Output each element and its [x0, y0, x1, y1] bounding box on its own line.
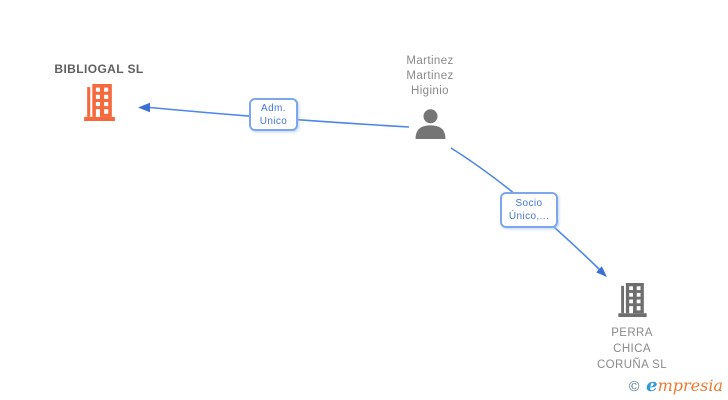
edge-label-adm-unico[interactable]: Adm. Unico: [249, 98, 298, 131]
building-icon: [83, 84, 115, 121]
node-person-martinez[interactable]: Martinez Martinez Higinio: [380, 54, 480, 144]
company-name-line: CHICA: [613, 343, 651, 355]
edge-label-line: Socio: [515, 198, 543, 209]
person-name-line: Martinez: [406, 70, 454, 82]
edge-label-line: Adm.: [261, 102, 286, 114]
person-icon: [415, 109, 445, 139]
person-name-line: Higinio: [411, 85, 449, 97]
brand-name: empresia: [646, 375, 723, 396]
company-name: BIBLIOGAL SL: [54, 62, 144, 76]
node-company-perra-chica[interactable]: PERRA CHICA CORUÑA SL: [582, 283, 682, 373]
edge-label-line: Único,...: [508, 211, 550, 222]
edge-label-line: Unico: [259, 115, 288, 127]
empresia-logo[interactable]: © empresia: [627, 375, 723, 396]
edge-label-socio-unico[interactable]: Socio Único,...: [500, 192, 558, 228]
company-name-line: PERRA: [611, 327, 653, 339]
person-name-line: Martinez: [406, 55, 454, 67]
company-name-line: CORUÑA SL: [596, 359, 668, 371]
copyright-icon: ©: [627, 379, 642, 395]
building-icon: [617, 283, 647, 317]
node-company-bibliogal[interactable]: BIBLIOGAL SL: [29, 62, 169, 126]
edge-socio-unico-arrowhead-icon: [596, 266, 607, 277]
